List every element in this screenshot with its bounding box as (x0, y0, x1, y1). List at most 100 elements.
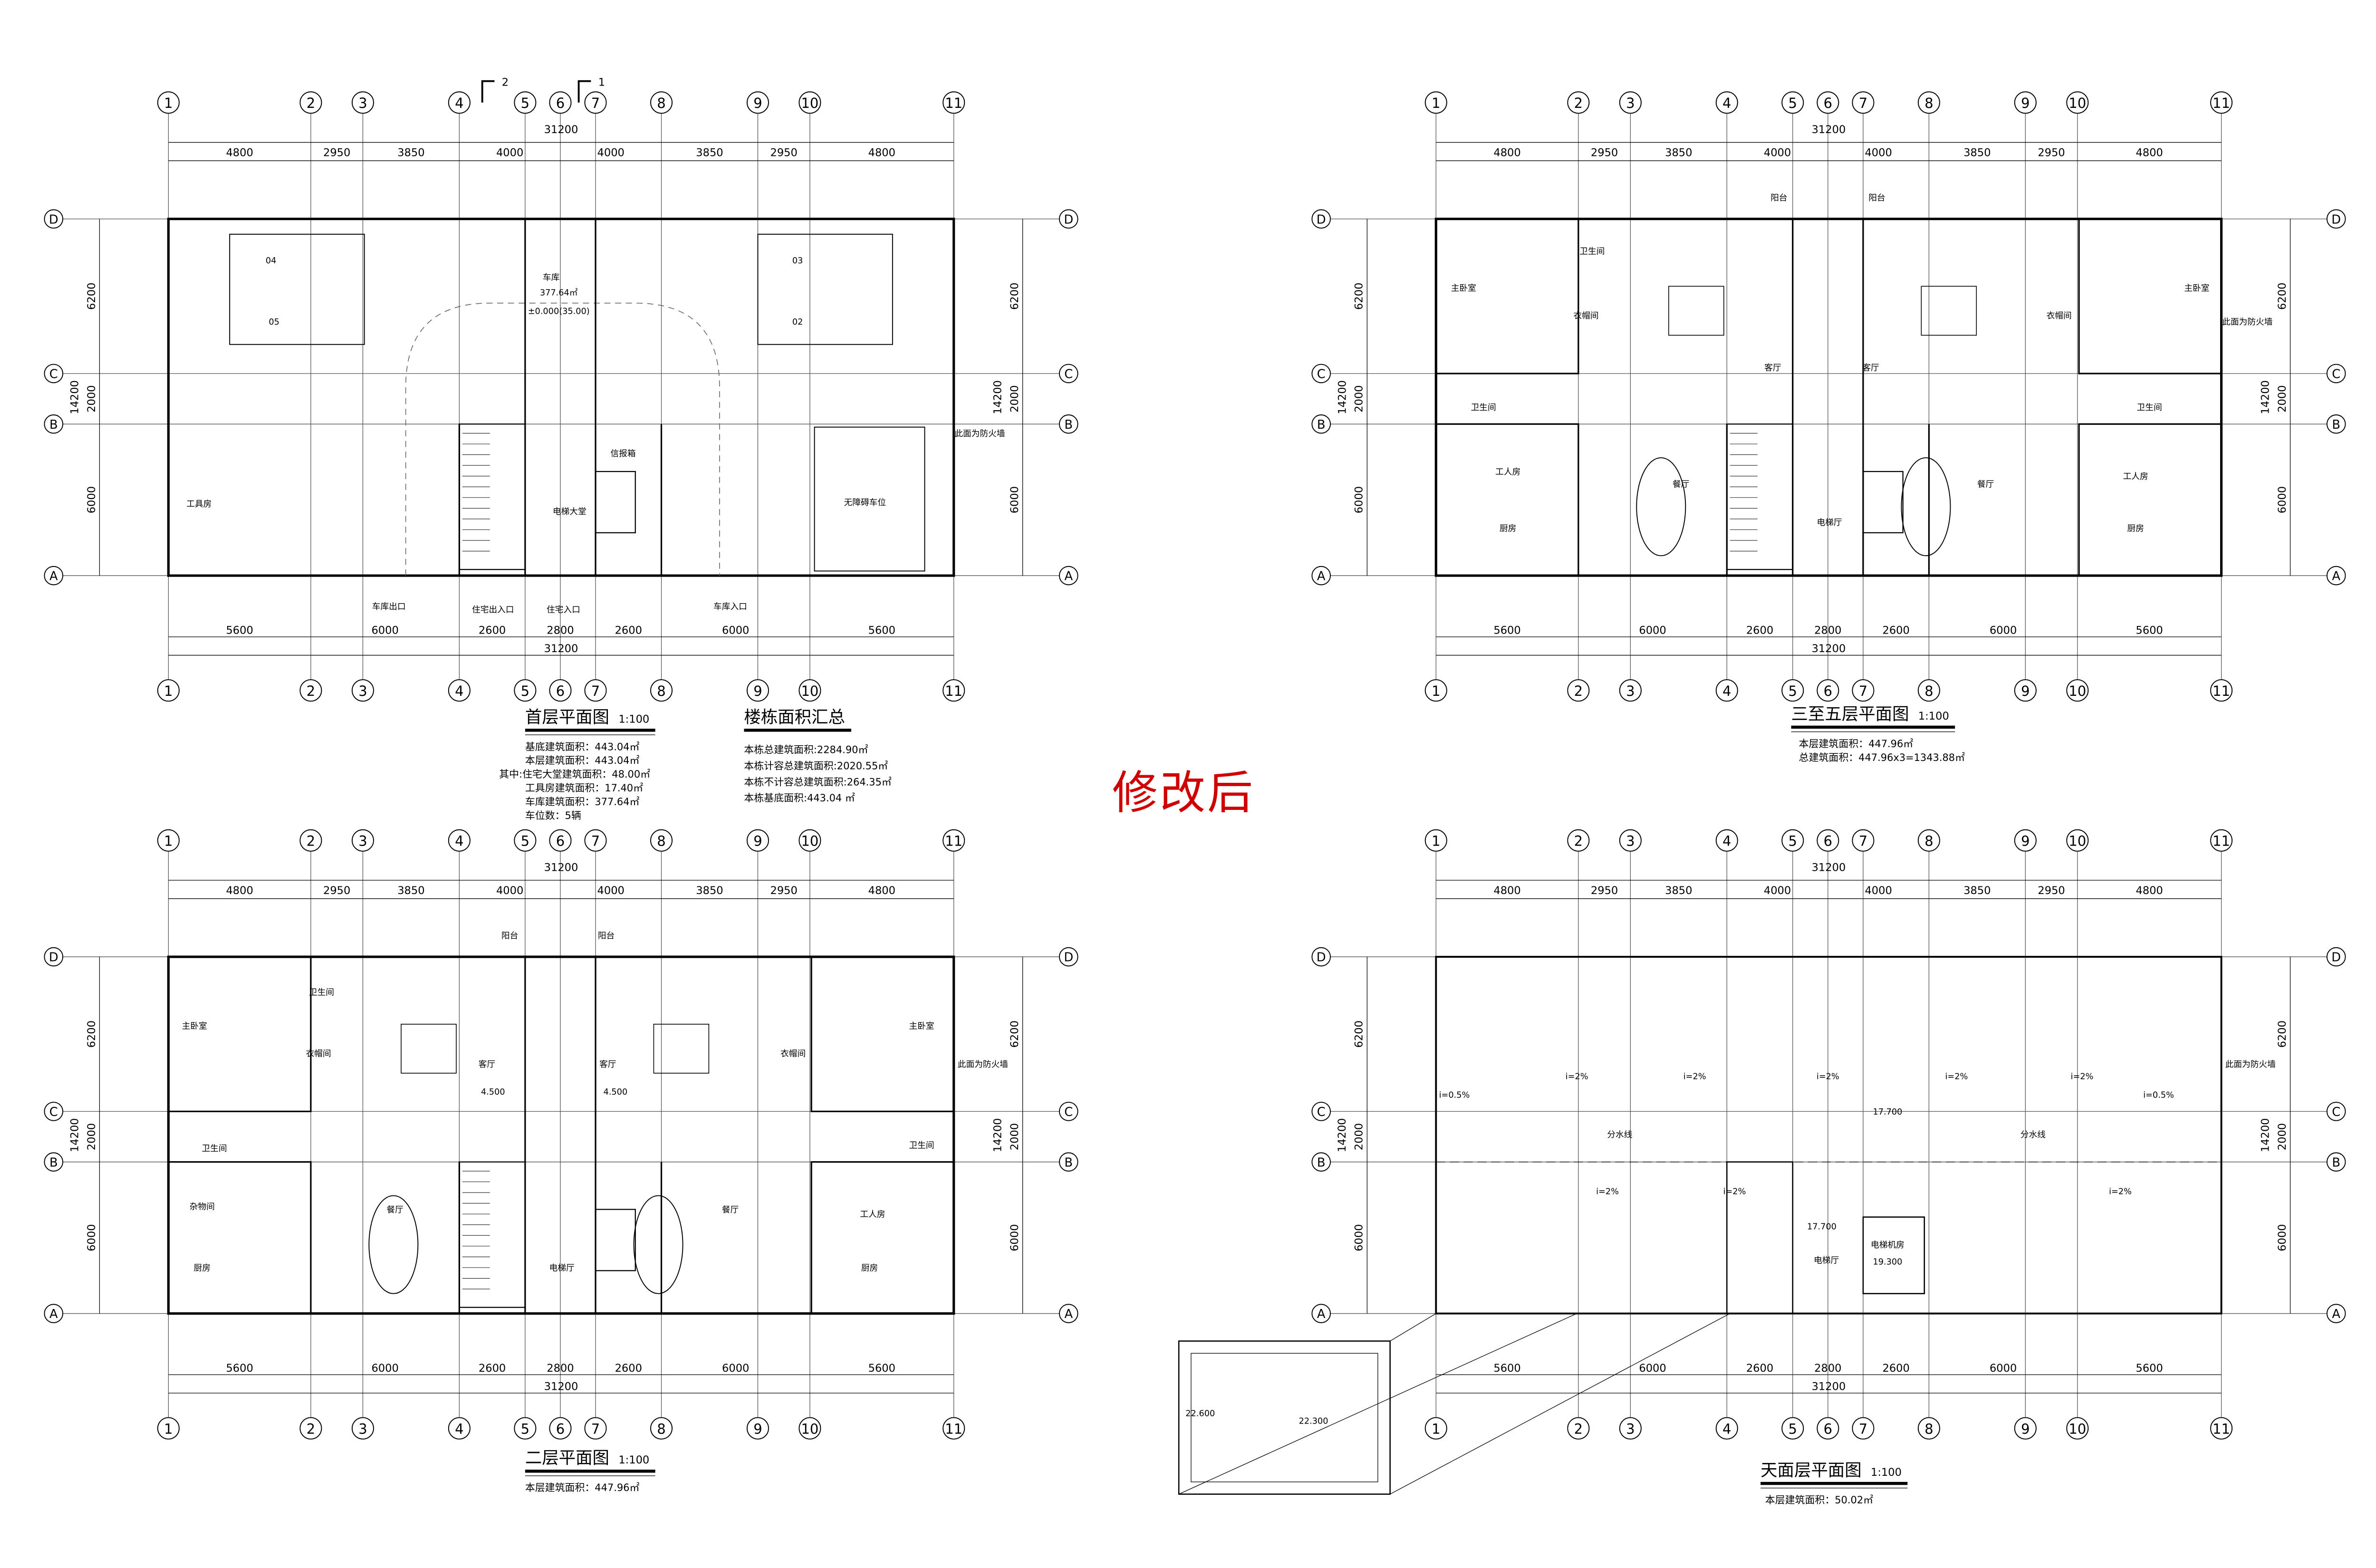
sofa-set (401, 1023, 457, 1074)
axis-bubble (1058, 1102, 1078, 1121)
room-label: 衣帽间 (2047, 311, 2072, 321)
room-outline (2078, 218, 2222, 375)
dimension-text: 6200 (2276, 1020, 2289, 1048)
axis-label-B: B (1064, 418, 1073, 432)
room-label: 分水线 (1607, 1130, 1632, 1140)
axis-bubble (650, 91, 673, 114)
room-label: 车库入口 (713, 602, 747, 612)
room-label: 22.300 (1299, 1416, 1328, 1426)
accessible-parking-space (814, 426, 925, 572)
axis-bubble (1311, 1152, 1331, 1172)
room-label: 04 (266, 256, 277, 266)
dimension-text: 6200 (1009, 283, 1021, 310)
axis-label-C: C (1064, 1105, 1073, 1119)
axis-bubble (1817, 1417, 1839, 1440)
roof-frame-inner (1191, 1353, 1378, 1482)
axis-label-8: 8 (1924, 833, 1933, 849)
axis-label-4: 4 (455, 1421, 463, 1437)
area-note: 工具房建筑面积：17.40㎡ (525, 782, 643, 794)
axis-bubble (2326, 1304, 2346, 1323)
axis-bubble (1311, 1102, 1331, 1121)
roof-frame (1178, 1340, 1391, 1495)
dimension-text: 2800 (547, 624, 574, 636)
dimension-text: 6200 (1353, 283, 1366, 310)
room-label: 餐厅 (722, 1205, 739, 1215)
area-note: 本层建筑面积：443.04㎡ (525, 755, 640, 766)
area-note: 总建筑面积：447.96x3=1343.88㎡ (1799, 752, 1965, 763)
axis-bubble (943, 829, 965, 852)
axis-label-8: 8 (657, 95, 665, 111)
axis-label-7: 7 (591, 683, 600, 699)
axis-bubble (1817, 91, 1839, 114)
axis-bubble (1424, 679, 1447, 702)
dimension-text: 5600 (2136, 1362, 2163, 1375)
dimension-text: 4000 (597, 147, 625, 159)
axis-label-9: 9 (753, 683, 762, 699)
axis-label-5: 5 (1789, 833, 1797, 849)
dimension-text: 5600 (226, 1362, 253, 1375)
room-label: 03 (792, 256, 803, 266)
room-label: 车库出口 (372, 602, 406, 612)
axis-bubble (798, 829, 821, 852)
axis-bubble (1715, 1417, 1738, 1440)
room-label: 客厅 (1764, 363, 1781, 373)
axis-bubble (351, 679, 374, 702)
axis-label-9: 9 (2021, 95, 2030, 111)
dimension-total: 31200 (544, 862, 578, 874)
stair-core (459, 423, 526, 570)
room-label: 客厅 (1862, 363, 1879, 373)
room-label: i=2% (2109, 1187, 2132, 1196)
dimension-total: 14200 (1336, 380, 1348, 414)
axis-bubble (2066, 91, 2089, 114)
stair-core (1726, 423, 1793, 570)
plan-scale: 1:100 (618, 713, 649, 725)
axis-bubble (44, 947, 64, 967)
axis-bubble (1311, 947, 1331, 967)
axis-bubble (798, 1417, 821, 1440)
dimension-text: 6200 (1353, 1020, 1366, 1048)
axis-bubble (1817, 679, 1839, 702)
room-label: 卫生间 (1579, 247, 1605, 257)
axis-label-6: 6 (556, 95, 565, 111)
dimension-text: 6000 (1009, 1224, 1021, 1251)
area-note: 本层建筑面积：50.02㎡ (1765, 1494, 1873, 1506)
room-label: 餐厅 (1977, 479, 1994, 489)
axis-bubble (44, 414, 64, 434)
axis-bubble (2014, 91, 2037, 114)
area-note: 本层建筑面积：447.96㎡ (1799, 738, 1914, 750)
dimension-text: 6000 (722, 624, 749, 636)
axis-label-D: D (1064, 951, 1073, 965)
axis-bubble (157, 1417, 180, 1440)
axis-bubble (1781, 679, 1804, 702)
dimension-text: 2950 (1591, 147, 1618, 159)
axis-bubble (2210, 679, 2233, 702)
room-label: 衣帽间 (780, 1049, 806, 1058)
dimension-total: 14200 (2259, 380, 2271, 414)
elevator-shaft (595, 1209, 636, 1271)
axis-bubble (1567, 91, 1590, 114)
axis-label-2: 2 (307, 833, 315, 849)
axis-label-8: 8 (657, 833, 665, 849)
axis-bubble (1424, 91, 1447, 114)
dimension-text: 6200 (1009, 1020, 1021, 1048)
axis-bubble (1424, 829, 1447, 852)
dimension-text: 6000 (86, 486, 98, 513)
room-outline (810, 956, 955, 1112)
axis-bubble (1917, 679, 1940, 702)
axis-bubble (549, 91, 572, 114)
axis-bubble (1619, 829, 1642, 852)
exterior-wall (1435, 956, 2222, 1315)
room-label: ±0.000(35.00) (528, 307, 590, 316)
room-label: 19.300 (1873, 1257, 1902, 1267)
axis-label-6: 6 (556, 683, 565, 699)
axis-label-D: D (49, 951, 58, 965)
axis-label-B: B (1317, 418, 1326, 432)
axis-label-3: 3 (358, 683, 367, 699)
revision-stamp: 修改后 (1112, 766, 1255, 819)
room-outline (1435, 218, 1579, 375)
area-note: 车库建筑面积：377.64㎡ (525, 796, 640, 808)
axis-label-11: 11 (945, 833, 962, 849)
axis-label-5: 5 (1789, 95, 1797, 111)
axis-bubble (1619, 679, 1642, 702)
